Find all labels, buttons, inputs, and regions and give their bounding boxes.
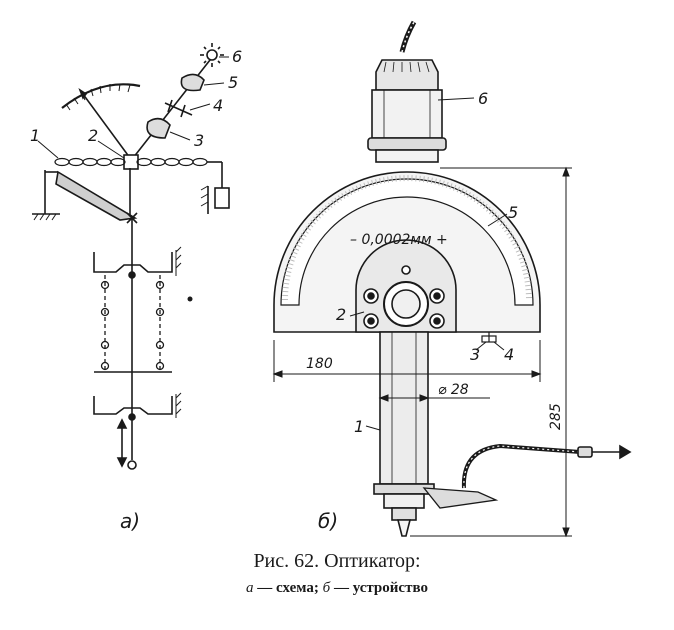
scheme-label-6: 6	[232, 47, 242, 66]
scheme-label-3: 3	[194, 131, 204, 150]
caption-text-a: — схема;	[253, 580, 323, 596]
reflected-ray	[79, 89, 131, 159]
guide-chains	[100, 275, 165, 372]
scheme-label-5: 5	[228, 73, 238, 92]
scheme-label-4: 4	[213, 96, 223, 115]
scheme-label-1: 1	[30, 126, 40, 145]
subfigure-label-a: а)	[120, 509, 140, 533]
light-source-icon	[200, 43, 224, 67]
caption-letter-b: б	[322, 580, 331, 596]
lens-3	[146, 117, 171, 139]
device-label-5: 5	[508, 203, 518, 222]
mirror-2	[123, 154, 139, 170]
scale-reading: – 0,0002мм +	[350, 232, 448, 248]
subfigure-label-b: б)	[318, 509, 338, 533]
lower-spring-plate	[93, 396, 173, 415]
dimension-width: 180	[306, 356, 333, 372]
twisted-band-1	[54, 157, 208, 167]
device-label-4: 4	[504, 345, 514, 364]
mount-screws-2	[363, 288, 445, 329]
device-label-3: 3	[470, 345, 480, 364]
dimension-lines	[272, 97, 572, 538]
caption-text-b: — устройство	[330, 580, 428, 596]
scheme-label-2: 2	[88, 126, 98, 145]
dimension-diameter: ⌀ 28	[438, 382, 469, 398]
device-drawing	[273, 20, 632, 537]
scale-arc-a	[61, 83, 141, 109]
device-label-6: 6	[478, 89, 488, 108]
figure-caption-parts: а — схема; б — устройство	[0, 580, 674, 597]
lens-5	[180, 73, 205, 92]
dimension-height: 285	[548, 403, 564, 430]
device-label-1: 1	[354, 417, 364, 436]
scheme-diagram	[32, 43, 230, 470]
figure-caption-title: Рис. 62. Оптикатор:	[253, 550, 421, 572]
caption-letter-a: а	[246, 580, 254, 596]
lever	[55, 170, 138, 221]
top-cable	[399, 20, 417, 53]
tube-1	[379, 331, 429, 485]
upper-spring-plate	[93, 252, 173, 273]
side-cable	[461, 443, 581, 489]
device-label-2: 2	[336, 305, 346, 324]
